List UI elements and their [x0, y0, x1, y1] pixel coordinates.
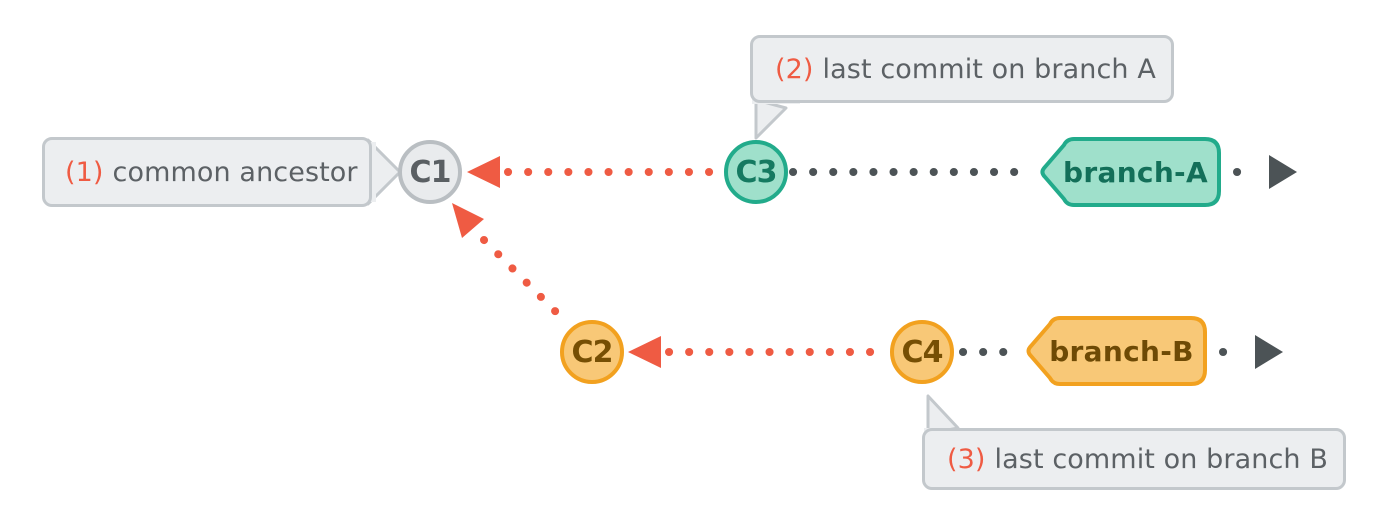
commit-node-c2[interactable]: C2	[560, 320, 624, 384]
arrowhead-c2-c1	[452, 203, 484, 238]
commit-node-c4[interactable]: C4	[890, 320, 954, 384]
edge-branchA-trailing	[1233, 155, 1297, 189]
commit-node-c3[interactable]: C3	[724, 140, 788, 204]
edge-c4-to-c2	[628, 336, 893, 368]
branch-B-tag-shape[interactable]	[1026, 316, 1207, 386]
edge-branchB-trailing	[1219, 335, 1283, 369]
arrowhead-branchA-end	[1269, 155, 1297, 189]
edge-c3-to-c1	[467, 156, 726, 188]
branch-tag-a-label: branch-A	[1063, 155, 1208, 189]
commit-node-c4-label: C4	[901, 334, 944, 370]
callout-1-number: (1)	[65, 156, 104, 188]
branch-tag-b-label: branch-B	[1049, 334, 1194, 368]
callout-2-text: last commit on branch A	[822, 53, 1156, 85]
callout-3-text: last commit on branch B	[994, 443, 1328, 475]
arrowhead-c4-c2	[628, 336, 661, 368]
arrowhead-branchB-end	[1255, 335, 1283, 369]
dotted-line-c2-c1	[480, 236, 570, 326]
commit-node-c2-label: C2	[571, 334, 614, 370]
callout-last-commit-branch-b: (3) last commit on branch B	[922, 428, 1346, 490]
callout-2-number: (2)	[775, 53, 814, 85]
branch-tag-a[interactable]: branch-A	[1052, 139, 1219, 205]
commit-node-c1[interactable]: C1	[398, 140, 462, 204]
callout-1-text: common ancestor	[112, 156, 358, 188]
branch-tag-b[interactable]: branch-B	[1038, 318, 1205, 384]
branch-A-tag-shape[interactable]	[1040, 137, 1221, 207]
commit-node-c3-label: C3	[735, 154, 778, 190]
commit-node-c1-label: C1	[409, 154, 452, 190]
callout-common-ancestor: (1) common ancestor	[42, 137, 372, 207]
edge-c2-to-c1	[452, 203, 570, 326]
callout-last-commit-branch-a: (2) last commit on branch A	[750, 35, 1174, 103]
callout-3-number: (3)	[947, 443, 986, 475]
arrowhead-c3-c1	[467, 156, 500, 188]
